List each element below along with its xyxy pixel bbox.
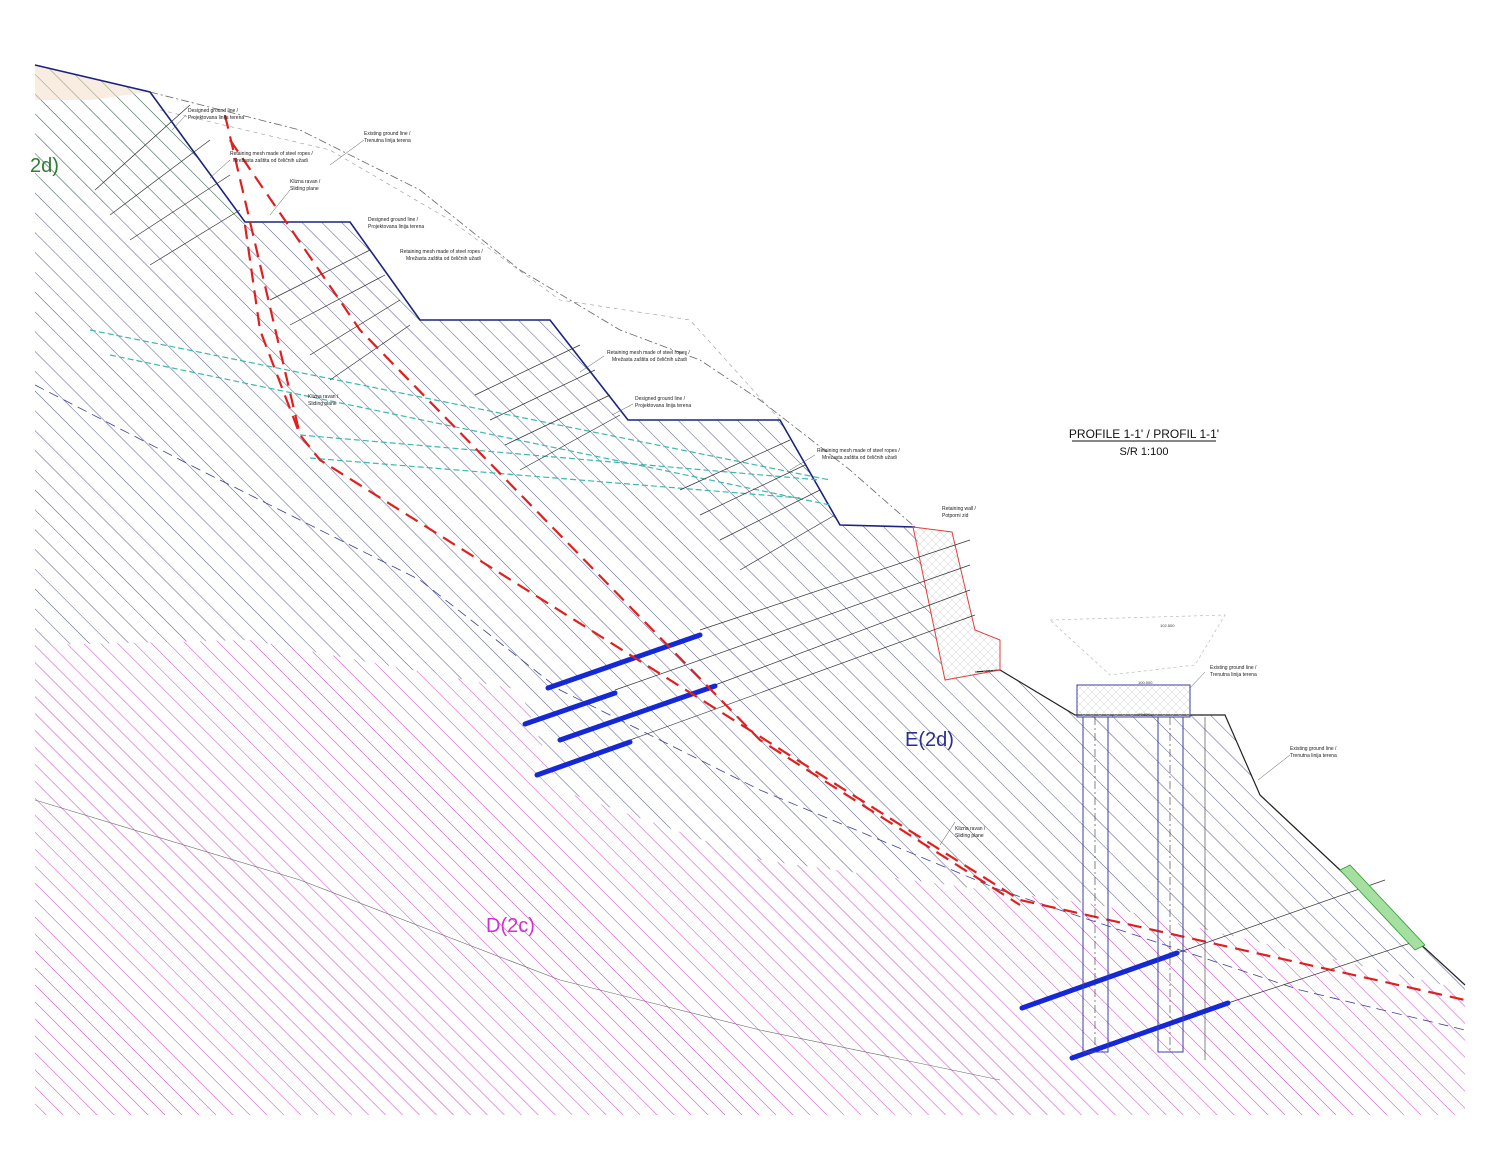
zone-boundary-line-2 [34,799,1001,1081]
annotation-labels: Designed ground line / Projektovana lini… [188,108,1337,839]
sliding-plane-label-2: Klizna ravan / [308,394,339,400]
retaining-wall-label-sub: Potporni zid [942,513,969,519]
pier-foundation [1049,614,1226,1060]
mesh-label: Retaining mesh made of steel ropes / [230,151,313,157]
retaining-wall-label: Retaining wall / [942,506,977,512]
existing-ground-label: Existing ground line / [364,131,411,137]
surface-drainage [1339,864,1426,951]
sliding-plane-label: Klizna ravan / [290,179,321,185]
designed-ground-label-sub: Projektovana linija terena [188,115,244,121]
designed-ground-label-2-sub: Projektovana linija terena [368,224,424,230]
anchor-rods [94,104,1421,1004]
designed-ground-label-3-sub: Projektovana linija terena [635,403,691,409]
elevation-1: 100.000 [1138,680,1153,685]
mesh-label-3-sub: Mrežasta zaštita od čeličnih užadi [612,357,687,363]
elevation-top: 102.500 [1160,623,1175,628]
existing-ground-line-2 [159,109,781,421]
anchor-bond-zones [522,632,1231,1061]
mesh-label-4: Retaining mesh made of steel ropes / [817,448,900,454]
sliding-plane-label-sub: Sliding plane [290,186,319,192]
sliding-plane-label-3-sub: Sliding plane [955,833,984,839]
existing-ground-label-3: Existing ground line / [1290,746,1337,752]
designed-ground-label-2: Designed ground line / [368,217,419,223]
zone-label-upper: 2d) [30,155,59,177]
mesh-label-2: Retaining mesh made of steel ropes / [400,249,483,255]
elevation-2: 97.000 [1138,712,1151,717]
zone-boundary-line [34,384,1466,1031]
blank [1465,700,1500,1120]
zone-label-e: E(2d) [905,729,954,751]
zone-upper-area [35,65,245,222]
zone-label-d: D(2c) [486,915,535,937]
leader-lines [171,114,1291,846]
existing-ground-label-sub: Trenutna linija terena [364,138,411,144]
drain-lines [89,329,831,506]
mesh-label-4-sub: Mrežasta zaštita od čeličnih užadi [822,455,897,461]
designed-ground-label-3: Designed ground line / [635,396,686,402]
sliding-plane-label-3: Klizna ravan / [955,826,986,832]
existing-ground-label-2-sub: Trenutna linija terena [1210,672,1257,678]
retaining-wall [912,526,1001,681]
existing-ground-label-3-sub: Trenutna linija terena [1290,753,1337,759]
mesh-label-2-sub: Mrežasta zaštita od čeličnih užadi [406,256,481,262]
mesh-label-3: Retaining mesh made of steel ropes / [607,350,690,356]
existing-ground-label-2: Existing ground line / [1210,665,1257,671]
profile-scale: S/R 1:100 [1120,446,1169,458]
designed-ground-line [34,64,916,528]
mesh-label-sub: Mrežasta zaštita od čeličnih užadi [233,158,308,164]
sliding-planes [223,114,1466,1002]
sliding-plane-label-2-sub: Sliding plane [308,401,337,407]
designed-ground-label: Designed ground line / [188,108,239,114]
profile-title: PROFILE 1-1' / PROFIL 1-1' [1069,427,1219,441]
existing-ground-line [149,91,916,528]
zone-upper-orange [35,65,150,100]
